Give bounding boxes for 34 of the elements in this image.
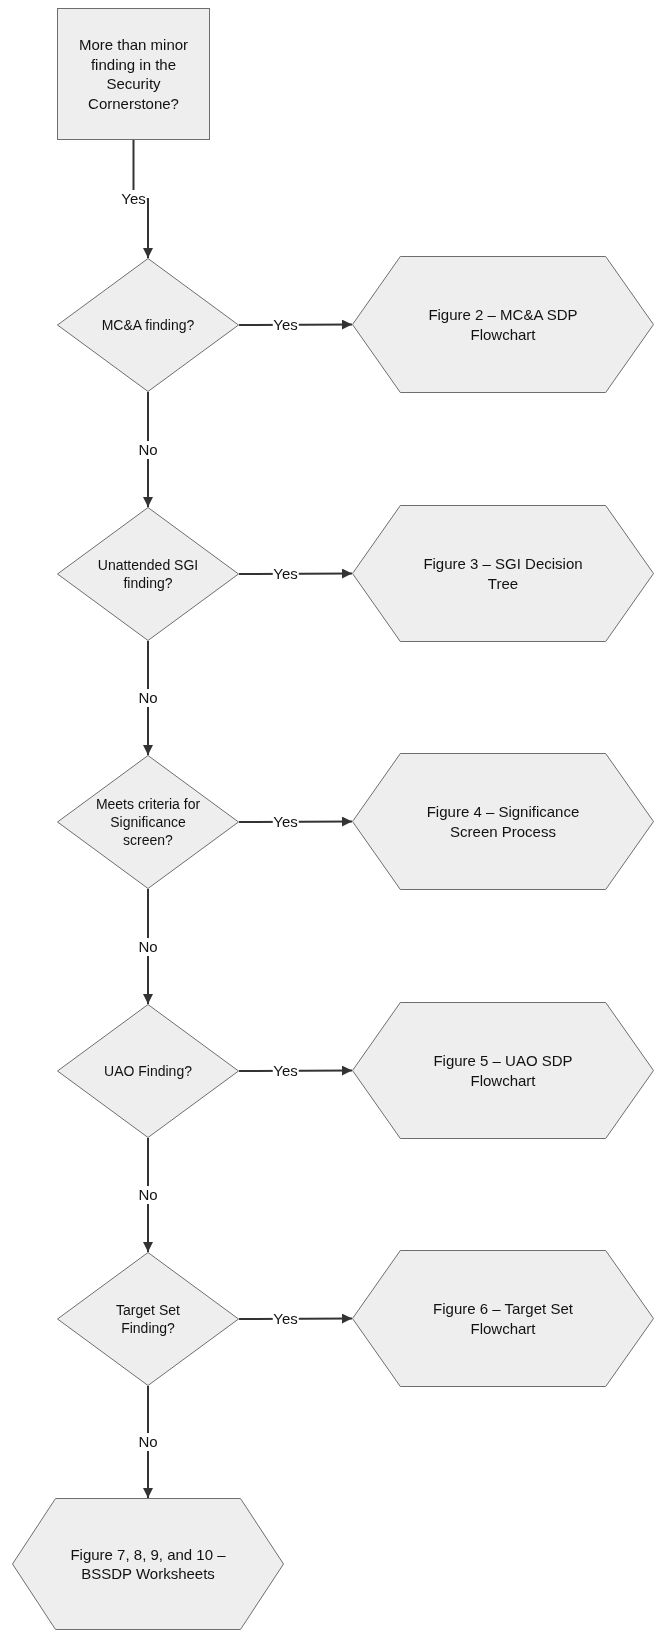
decision-diamond xyxy=(57,755,239,889)
node-label: Figure 4 – Significance Screen Process xyxy=(425,802,581,841)
node-label: More than minor finding in the Security Cornerstone? xyxy=(77,35,190,113)
arrow xyxy=(143,1385,153,1499)
process-hexagon xyxy=(352,753,654,890)
process-hexagon xyxy=(352,505,654,642)
edge-label: No xyxy=(137,1433,159,1451)
node-label: Unattended SGI finding? xyxy=(96,555,200,593)
process-hexagon xyxy=(352,256,654,393)
edge-label: No xyxy=(137,1186,159,1204)
arrow xyxy=(143,391,153,508)
node-label: MC&A finding? xyxy=(101,315,195,335)
node-label: Target Set Finding? xyxy=(115,1300,181,1338)
decision-diamond xyxy=(57,258,239,392)
node-label: Figure 2 – MC&A SDP Flowchart xyxy=(427,305,579,344)
decision-diamond xyxy=(57,1004,239,1138)
question-box xyxy=(57,8,210,140)
node-label: UAO Finding? xyxy=(104,1061,192,1081)
node-label: Figure 5 – UAO SDP Flowchart xyxy=(432,1051,574,1090)
process-hexagon xyxy=(352,1250,654,1387)
arrow xyxy=(143,1137,153,1253)
edge-label: No xyxy=(137,937,159,956)
decision-diamond xyxy=(57,1252,239,1386)
decision-diamond xyxy=(57,507,239,641)
node-label: Meets criteria for Significance screen? xyxy=(94,794,202,850)
arrow xyxy=(143,888,153,1005)
process-hexagon xyxy=(12,1498,284,1630)
node-label: Figure 3 – SGI Decision Tree xyxy=(422,554,584,593)
edge-label: No xyxy=(137,440,159,459)
process-hexagon xyxy=(352,1002,654,1139)
edge-label: No xyxy=(137,689,159,707)
node-label: Figure 7, 8, 9, and 10 – BSSDP Worksheets xyxy=(69,1544,227,1584)
node-label: Figure 6 – Target Set Flowchart xyxy=(432,1299,574,1338)
arrow xyxy=(143,640,153,756)
